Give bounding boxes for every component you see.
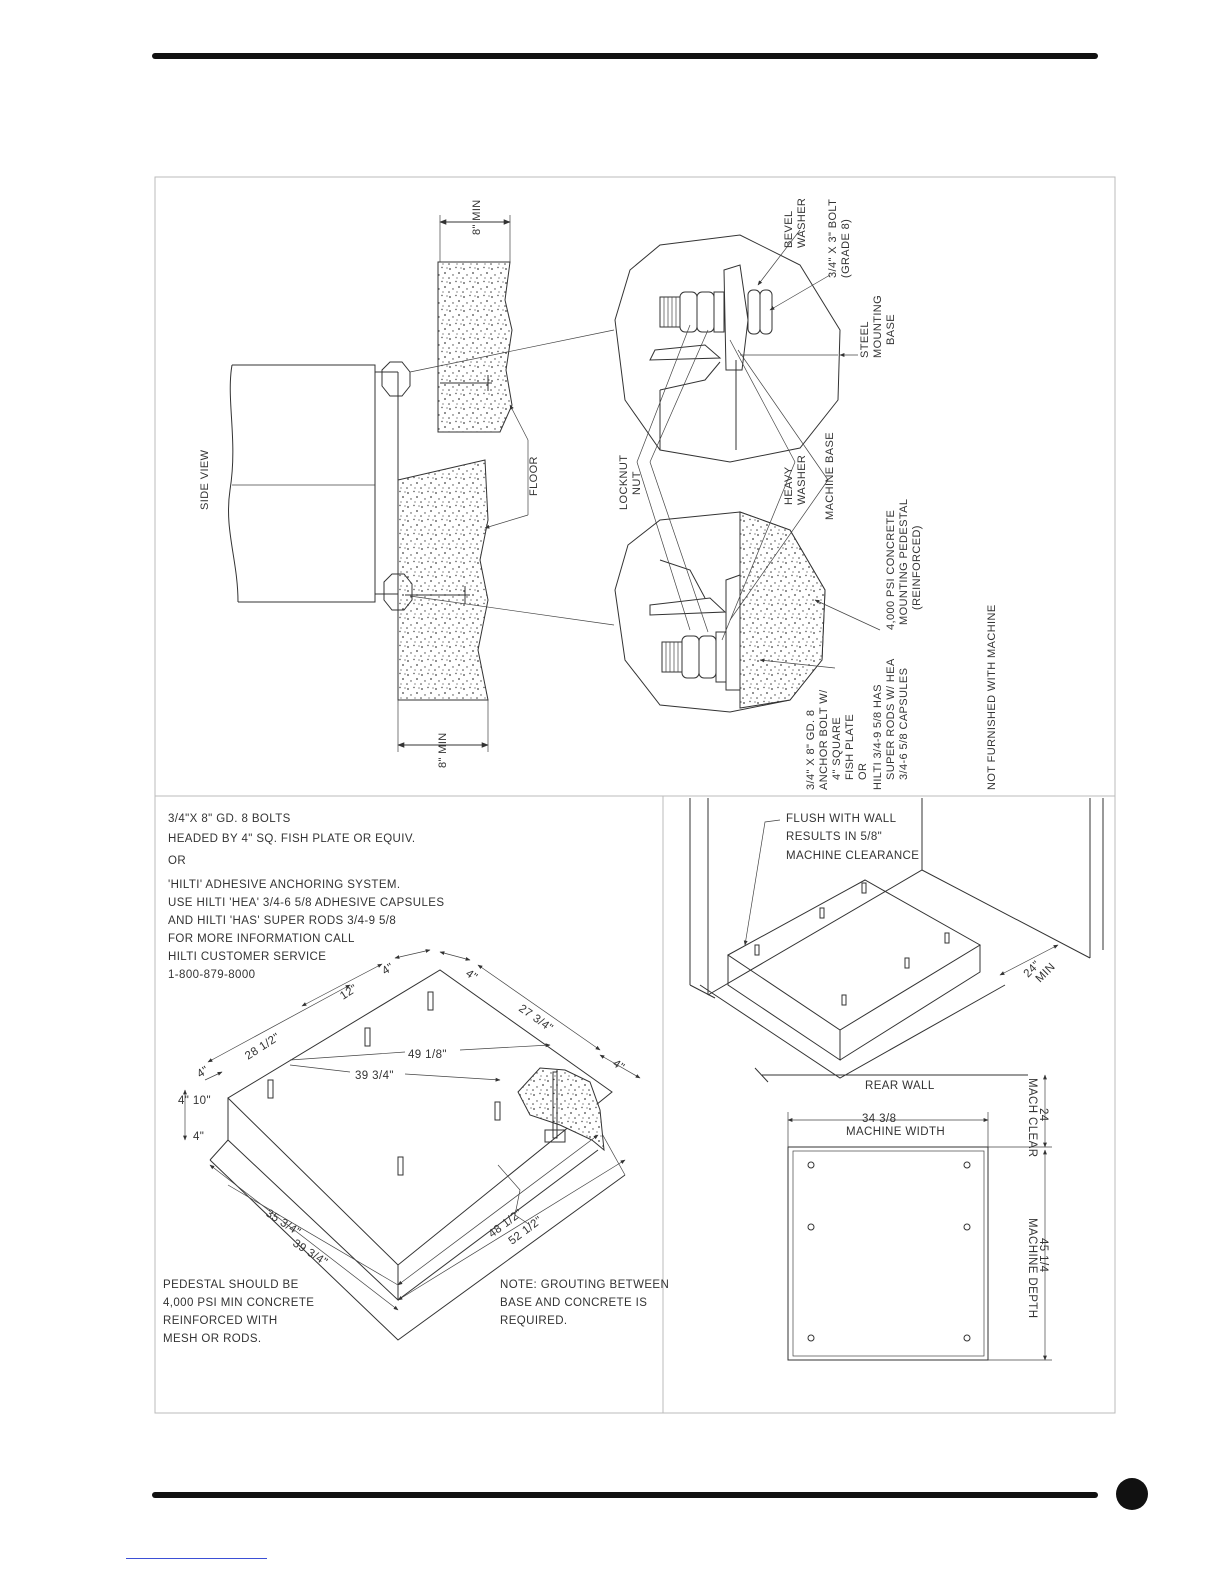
dim-top-8-min: 8" MIN (471, 199, 483, 235)
detail-circle-upper (614, 234, 841, 463)
footer-link-underline[interactable] (126, 1558, 267, 1559)
iso-note-8: 1-800-879-8000 (168, 969, 255, 981)
corner-pedestal-top (727, 879, 981, 1031)
upper-floor-slab (437, 261, 513, 433)
bevel-washer-1: BEVEL (783, 211, 795, 248)
dim-4d: 4" (610, 1058, 626, 1074)
dim-28-1-2: 28 1/2" (243, 1031, 282, 1062)
side-view-title: SIDE VIEW (199, 449, 211, 510)
depth-label: MACHINE DEPTH (1026, 1218, 1038, 1318)
floor-label: FLOOR (528, 456, 540, 496)
iso-note-4: USE HILTI 'HEA' 3/4-6 5/8 ADHESIVE CAPSU… (168, 897, 444, 909)
steel-base-1: STEEL (859, 321, 871, 358)
detail-callout-top (381, 361, 411, 397)
anchor-bolt-1: 3/4" X 8" GD. 8 (805, 710, 817, 790)
not-furnished-label: NOT FURNISHED WITH MACHINE (986, 604, 998, 790)
side-view (228, 215, 881, 752)
bolt-top-1: 3/4" X 3" BOLT (827, 199, 839, 278)
machine-footprint (787, 1146, 989, 1361)
iso-note-0: 3/4"X 8" GD. 8 BOLTS (168, 813, 291, 825)
bevel-washer-2: WASHER (796, 198, 808, 248)
dim-4-10: 4" 10" (178, 1095, 211, 1107)
anchor-bolts (267, 991, 566, 1176)
locknut-label: LOCKNUT (618, 455, 630, 510)
pedestal-2: MOUNTING PEDESTAL (898, 499, 910, 625)
hilti-2: SUPER RODS W/ HEA (885, 658, 897, 780)
iso-note-6: FOR MORE INFORMATION CALL (168, 933, 355, 945)
pedestal-note-2: REINFORCED WITH (163, 1315, 278, 1327)
dim-4b: 4" (463, 968, 479, 984)
iso-note-7: HILTI CUSTOMER SERVICE (168, 951, 326, 963)
pedestal-note-0: PEDESTAL SHOULD BE (163, 1279, 299, 1291)
dim-27-3-4: 27 3/4" (516, 1003, 555, 1035)
width-label: MACHINE WIDTH (846, 1126, 945, 1138)
iso-note-5: AND HILTI 'HAS' SUPER RODS 3/4-9 5/8 (168, 915, 396, 927)
clear-value: 24 (1037, 1108, 1049, 1122)
breakaway-concrete (517, 1067, 605, 1152)
grout-note-1: BASE AND CONCRETE IS (500, 1297, 647, 1309)
anchor-bolt-4: FISH PLATE (844, 714, 856, 780)
anchor-bolt-3: 4" SQUARE (831, 717, 843, 780)
pedestal-note-3: MESH OR RODS. (163, 1333, 262, 1345)
detail-callout-bottom (383, 573, 413, 611)
iso-note-3: 'HILTI' ADHESIVE ANCHORING SYSTEM. (168, 879, 401, 891)
iso-note-1: HEADED BY 4" SQ. FISH PLATE OR EQUIV. (168, 833, 415, 845)
iso-note-2: OR (168, 855, 186, 867)
dim-49-1-8: 49 1/8" (408, 1049, 447, 1061)
flush-note-2: MACHINE CLEARANCE (786, 850, 919, 862)
depth-value: 45 1/4 (1037, 1238, 1049, 1273)
dim-bottom-8-min: 8" MIN (437, 732, 449, 768)
dim-35-3-4: 35 3/4" (263, 1207, 302, 1238)
side-view-labels: SIDE VIEW 8" MIN 8" MIN FLOOR BEVEL WASH… (199, 198, 998, 790)
iso-view: 3/4"X 8" GD. 8 BOLTS HEADED BY 4" SQ. FI… (163, 813, 669, 1345)
steel-base-2: MOUNTING (872, 295, 884, 358)
anchor-bolt-5: OR (857, 763, 869, 780)
flush-note-1: RESULTS IN 5/8" (786, 831, 882, 843)
clear-label: MACH CLEAR (1026, 1078, 1038, 1157)
width-value: 34 3/8 (862, 1113, 896, 1125)
rear-wall-label: REAR WALL (865, 1080, 935, 1092)
upper-bolt-assembly (649, 264, 838, 450)
dim-39-3-4-top: 39 3/4" (355, 1070, 394, 1082)
pedestal-note-1: 4,000 PSI MIN CONCRETE (163, 1297, 314, 1309)
panel-frames (154, 176, 1116, 1414)
nut-label: NUT (631, 471, 643, 495)
pedestal-3: (REINFORCED) (911, 525, 923, 610)
top-rule (152, 53, 1098, 59)
heavy-washer-2: WASHER (796, 455, 808, 505)
anchor-bolt-2: ANCHOR BOLT W/ (818, 689, 830, 790)
flush-note-0: FLUSH WITH WALL (786, 813, 897, 825)
grout-note-0: NOTE: GROUTING BETWEEN (500, 1279, 669, 1291)
lower-bolt-assembly (649, 515, 741, 708)
hilti-1: HILTI 3/4-9 5/8 HAS (872, 684, 884, 790)
pedestal-1: 4,000 PSI CONCRETE (885, 510, 897, 630)
dim-4c: 4" (195, 1064, 211, 1080)
corner-view: FLUSH WITH WALL RESULTS IN 5/8" MACHINE … (689, 798, 1104, 1079)
grout-note-2: REQUIRED. (500, 1315, 568, 1327)
dim-4a: 4" (380, 961, 396, 977)
machine-base-label: MACHINE BASE (824, 432, 836, 520)
dim-4e: 4" (193, 1131, 204, 1143)
bottom-rule (152, 1492, 1098, 1498)
hilti-3: 3/4-6 5/8 CAPSULES (898, 668, 910, 780)
bolt-top-2: (GRADE 8) (840, 219, 852, 278)
page-number-dot (1116, 1478, 1148, 1510)
lower-floor-slab (397, 459, 489, 701)
plan-view: REAR WALL 34 3/8 MACHINE WIDTH 24 MACH C… (754, 1067, 1052, 1361)
steel-base-3: BASE (885, 314, 897, 345)
heavy-washer-1: HEAVY (783, 466, 795, 505)
